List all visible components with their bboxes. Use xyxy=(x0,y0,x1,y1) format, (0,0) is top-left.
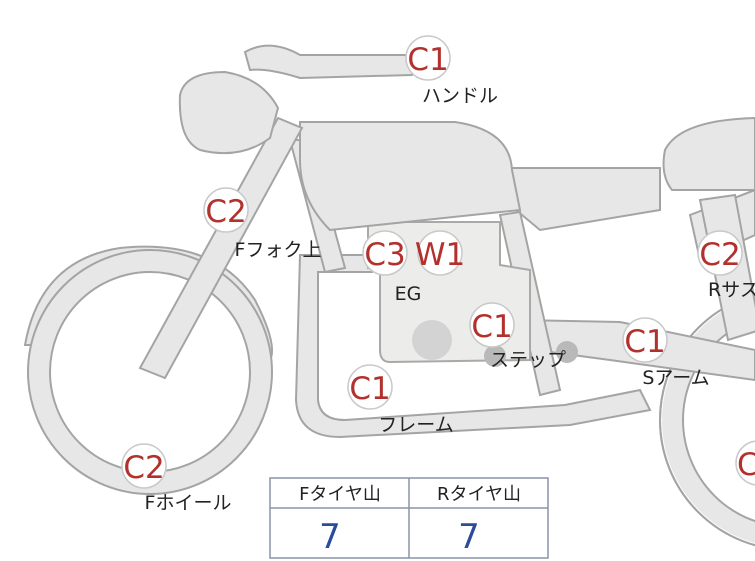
marker-fwheel-circle xyxy=(121,443,167,489)
engine-case xyxy=(412,320,452,360)
marker-step-circle xyxy=(469,302,515,348)
step-peg-left xyxy=(484,345,506,367)
marker-frame-label: フレーム xyxy=(378,414,453,436)
marker-eg-label: EG xyxy=(395,283,422,305)
marker-frame: C1 フレーム xyxy=(347,364,454,436)
tire-tread-table: Fタイヤ山 Rタイヤ山 7 7 xyxy=(269,477,549,559)
marker-eg-code-c3: C3 xyxy=(364,237,405,273)
headlight xyxy=(178,70,280,155)
marker-step-code: C1 xyxy=(471,309,512,345)
marker-rsus-code: C2 xyxy=(699,237,740,273)
marker-rsus-label: Rサス xyxy=(708,279,755,301)
table-value-front: 7 xyxy=(319,517,341,557)
table-header-front: Fタイヤ山 xyxy=(299,484,381,505)
marker-ffork-circle xyxy=(203,187,249,233)
front-fork xyxy=(138,116,304,380)
marker-rwheel-code: C xyxy=(737,447,755,483)
fuel-tank xyxy=(299,121,522,232)
rear-wheel-rim xyxy=(662,296,755,544)
marker-rsus-circle xyxy=(697,230,743,276)
marker-ffork: C2 Fフォク上 xyxy=(203,187,322,261)
marker-fwheel-label: Fホイール xyxy=(145,492,232,514)
marker-sarm-circle xyxy=(622,317,668,363)
marker-sarm: C1 Sアーム xyxy=(622,317,710,389)
marker-fwheel: C2 Fホイール xyxy=(121,443,232,514)
marker-handle-label: ハンドル xyxy=(422,85,498,107)
marker-step-label: ステップ xyxy=(490,349,566,371)
seat xyxy=(662,116,755,191)
rear-wheel-outer xyxy=(659,293,755,547)
marker-ffork-label: Fフォク上 xyxy=(235,239,322,261)
marker-sarm-label: Sアーム xyxy=(642,367,709,389)
table-header-rear: Rタイヤ山 xyxy=(437,484,521,505)
table-value-rear: 7 xyxy=(458,517,480,557)
marker-eg-circle-w1 xyxy=(417,230,463,276)
marker-rwheel-circle xyxy=(735,440,755,486)
marker-step: C1 ステップ xyxy=(469,302,566,371)
marker-ffork-code: C2 xyxy=(205,194,246,230)
marker-handle: C1 ハンドル xyxy=(405,35,498,107)
handlebar xyxy=(243,44,415,80)
marker-eg-code-w1: W1 xyxy=(415,237,465,273)
step-peg-right xyxy=(556,341,578,363)
marker-eg-circle-c3 xyxy=(362,230,408,276)
marker-rwheel: C xyxy=(735,440,755,486)
frame-cradle xyxy=(294,254,652,439)
marker-handle-code: C1 xyxy=(407,42,448,78)
marker-rsus: C2 Rサス xyxy=(697,230,755,301)
side-cover xyxy=(509,167,661,232)
marker-frame-circle xyxy=(347,364,393,410)
marker-frame-code: C1 xyxy=(349,371,390,407)
marker-fwheel-code: C2 xyxy=(123,450,164,486)
marker-handle-circle xyxy=(405,35,451,81)
rear-wheel-inner xyxy=(682,317,755,523)
marker-eg: C3 W1 EG xyxy=(362,230,465,305)
marker-sarm-code: C1 xyxy=(624,324,665,360)
